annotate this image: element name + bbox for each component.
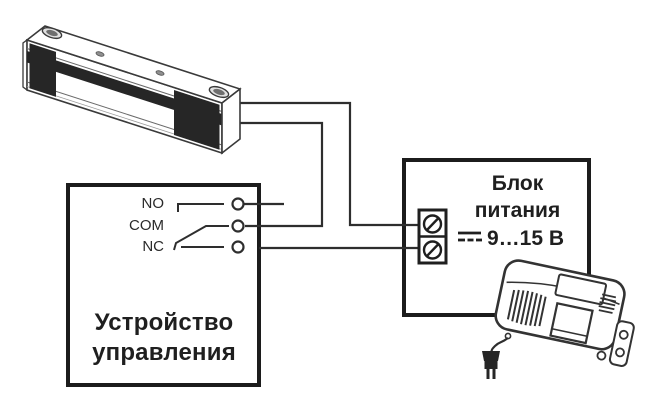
power-box-title-line2: питания [474, 199, 561, 222]
lock-left-cap [29, 43, 56, 97]
adapter-screw-hole-icon [615, 347, 625, 358]
lock-magnet-band [27, 51, 222, 126]
relay-switch-symbol [173, 203, 229, 251]
electromagnetic-lock-illustration [22, 25, 242, 155]
power-box-voltage: 9…15 В [487, 227, 565, 250]
plug-icon [482, 351, 500, 379]
relay-terminals [231, 197, 245, 254]
adapter-screw-hole-icon [618, 329, 629, 340]
lock-right-cap [174, 90, 220, 150]
lock-screw-dot-icon [95, 51, 105, 57]
power-cord [490, 337, 509, 353]
adapter-screw-hole-icon [596, 350, 607, 361]
relay-label-nc: NC [142, 238, 164, 255]
dc-voltage-icon [458, 231, 482, 242]
control-device-box [66, 183, 261, 387]
lock-end-face [221, 87, 241, 155]
control-box-title-line1: Устройство [94, 309, 234, 336]
wires [233, 101, 419, 250]
lock-mounting-hole-icon [208, 85, 230, 99]
adapter-recess [549, 301, 594, 345]
adapter-side-vents [598, 293, 617, 314]
screw-slot-icon [426, 243, 440, 257]
relay-com-arm-line [173, 225, 229, 251]
cord-strain-relief [504, 332, 512, 340]
wire-lock-to-psu-plus [233, 101, 419, 227]
power-box-title: Блок питания [440, 170, 595, 224]
screw-slot-icon [426, 217, 440, 231]
lock-screw-dot-icon [155, 70, 165, 76]
power-box-title-line1: Блок [491, 172, 544, 195]
relay-label-com: COM [129, 217, 164, 234]
nc-terminal-icon [231, 240, 245, 254]
com-terminal-icon [231, 219, 245, 233]
lock-mounting-hole-icon [41, 26, 63, 40]
relay-no-contact-line [177, 203, 224, 212]
relay-label-no: NO [141, 195, 165, 212]
wire-lock-to-com [233, 121, 324, 228]
control-box-title: Устройство управления [66, 308, 262, 368]
power-adapter-illustration [482, 259, 635, 379]
no-terminal-icon [231, 197, 245, 211]
screw-terminal-block [417, 208, 448, 265]
adapter-vent-slots [506, 289, 547, 327]
control-box-title-line2: управления [92, 339, 236, 366]
